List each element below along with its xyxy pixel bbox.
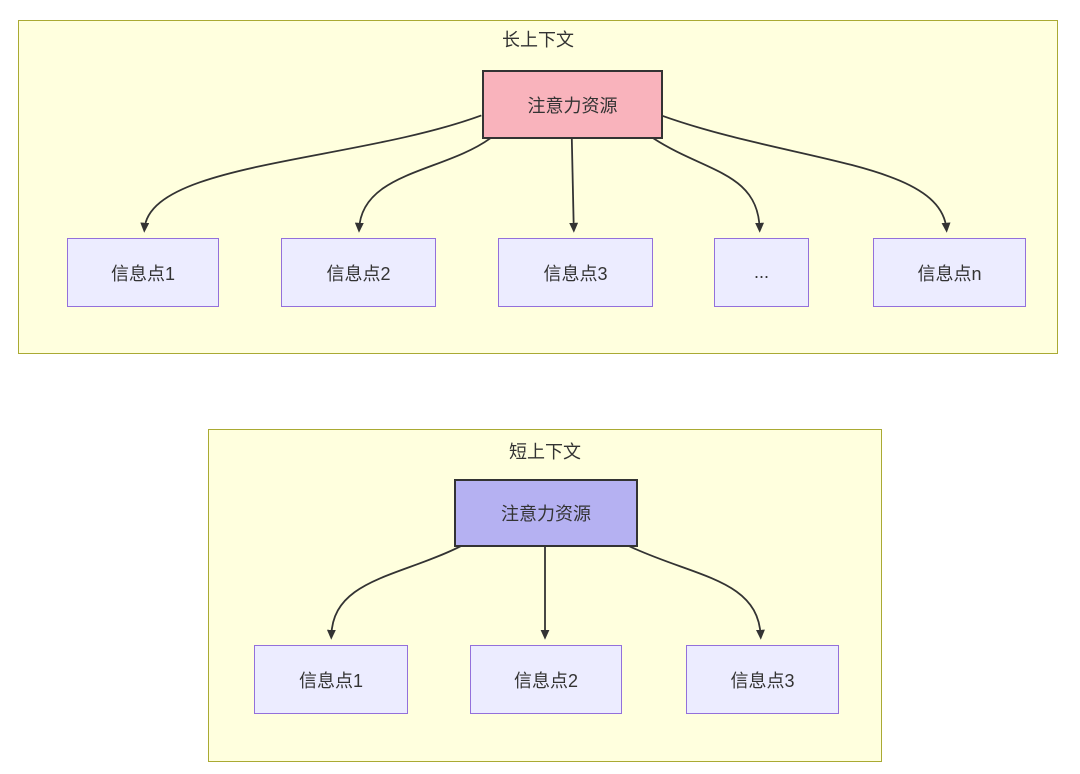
info-node-1-short: 信息点1 bbox=[254, 645, 408, 714]
attention-resource-node-short: 注意力资源 bbox=[454, 479, 638, 547]
short-context-container: 短上下文 注意力资源 信息点1 信息点2 信息点3 bbox=[208, 429, 882, 762]
info-node-label: 信息点3 bbox=[730, 670, 795, 691]
info-node-2-long: 信息点2 bbox=[281, 238, 436, 307]
info-node-2-short: 信息点2 bbox=[470, 645, 622, 714]
edge-attention-to-ellipsis bbox=[652, 137, 765, 233]
long-context-container: 长上下文 注意力资源 信息点1 信息点2 信息点3 ... 信息点n bbox=[18, 20, 1058, 354]
edge-attention-to-info3 bbox=[569, 138, 579, 233]
info-node-ellipsis-long: ... bbox=[714, 238, 809, 307]
info-node-label: ... bbox=[753, 262, 769, 282]
short-context-edges bbox=[326, 545, 765, 640]
edge-attention-to-infon bbox=[660, 114, 951, 233]
attention-resource-label: 注意力资源 bbox=[501, 504, 591, 524]
edge-attention-to-info1 bbox=[140, 114, 482, 233]
info-node-label: 信息点n bbox=[917, 263, 982, 284]
edge-attention-to-info2 bbox=[354, 137, 491, 233]
edge-attention-to-info1-short bbox=[326, 545, 461, 640]
info-node-label: 信息点2 bbox=[326, 263, 391, 284]
info-node-3-short: 信息点3 bbox=[686, 645, 839, 714]
edge-attention-to-info3-short bbox=[629, 545, 765, 640]
long-context-edges bbox=[140, 114, 951, 233]
long-context-title: 长上下文 bbox=[502, 30, 574, 50]
attention-resource-node-long: 注意力资源 bbox=[482, 70, 663, 139]
info-node-label: 信息点1 bbox=[298, 670, 363, 691]
info-node-3-long: 信息点3 bbox=[498, 238, 653, 307]
short-context-title: 短上下文 bbox=[509, 442, 581, 462]
info-node-label: 信息点1 bbox=[110, 263, 175, 284]
info-node-label: 信息点3 bbox=[543, 263, 608, 284]
info-node-1-long: 信息点1 bbox=[67, 238, 219, 307]
attention-resource-label: 注意力资源 bbox=[527, 95, 618, 116]
info-node-n-long: 信息点n bbox=[873, 238, 1026, 307]
info-node-label: 信息点2 bbox=[513, 670, 578, 691]
